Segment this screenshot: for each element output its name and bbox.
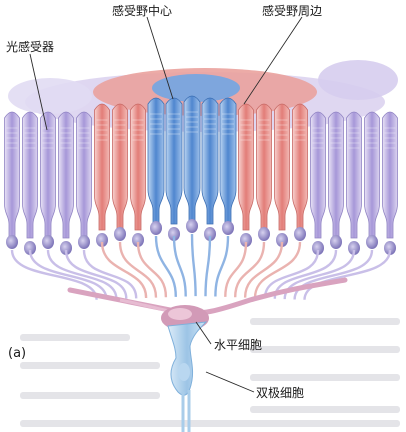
photoreceptors-label: 光感受器 (6, 40, 55, 54)
panel-label: (a) (8, 346, 27, 361)
photoreceptor (147, 97, 177, 297)
photoreceptor (234, 103, 272, 298)
photoreceptor (183, 95, 201, 297)
bipolar-cell-label: 双极细胞 (256, 386, 305, 400)
photoreceptor (214, 97, 237, 297)
photoreceptor (303, 111, 398, 300)
photoreceptor (130, 103, 168, 298)
photoreceptor (273, 111, 344, 299)
photoreceptor (22, 111, 108, 300)
photoreceptor (201, 97, 219, 297)
background-text-shadow (20, 318, 400, 427)
bipolar-cell (167, 321, 208, 432)
photoreceptor (40, 111, 118, 300)
receptive-field-center-label: 感受野中心 (112, 4, 173, 18)
photoreceptor (165, 97, 187, 297)
photoreceptor (76, 111, 138, 299)
receptive-field-surround-label: 感受野周边 (262, 4, 323, 18)
photoreceptor (58, 111, 128, 299)
photoreceptor (253, 103, 308, 299)
photoreceptor-cells (4, 95, 398, 300)
photoreceptor (243, 103, 290, 298)
photoreceptor (112, 103, 158, 298)
photoreceptor (94, 103, 148, 299)
photoreceptor (263, 111, 326, 299)
horizontal-cell-label: 水平细胞 (214, 338, 263, 352)
leader-lines (29, 16, 303, 393)
photoreceptor (224, 103, 254, 297)
photoreceptor (4, 111, 98, 300)
